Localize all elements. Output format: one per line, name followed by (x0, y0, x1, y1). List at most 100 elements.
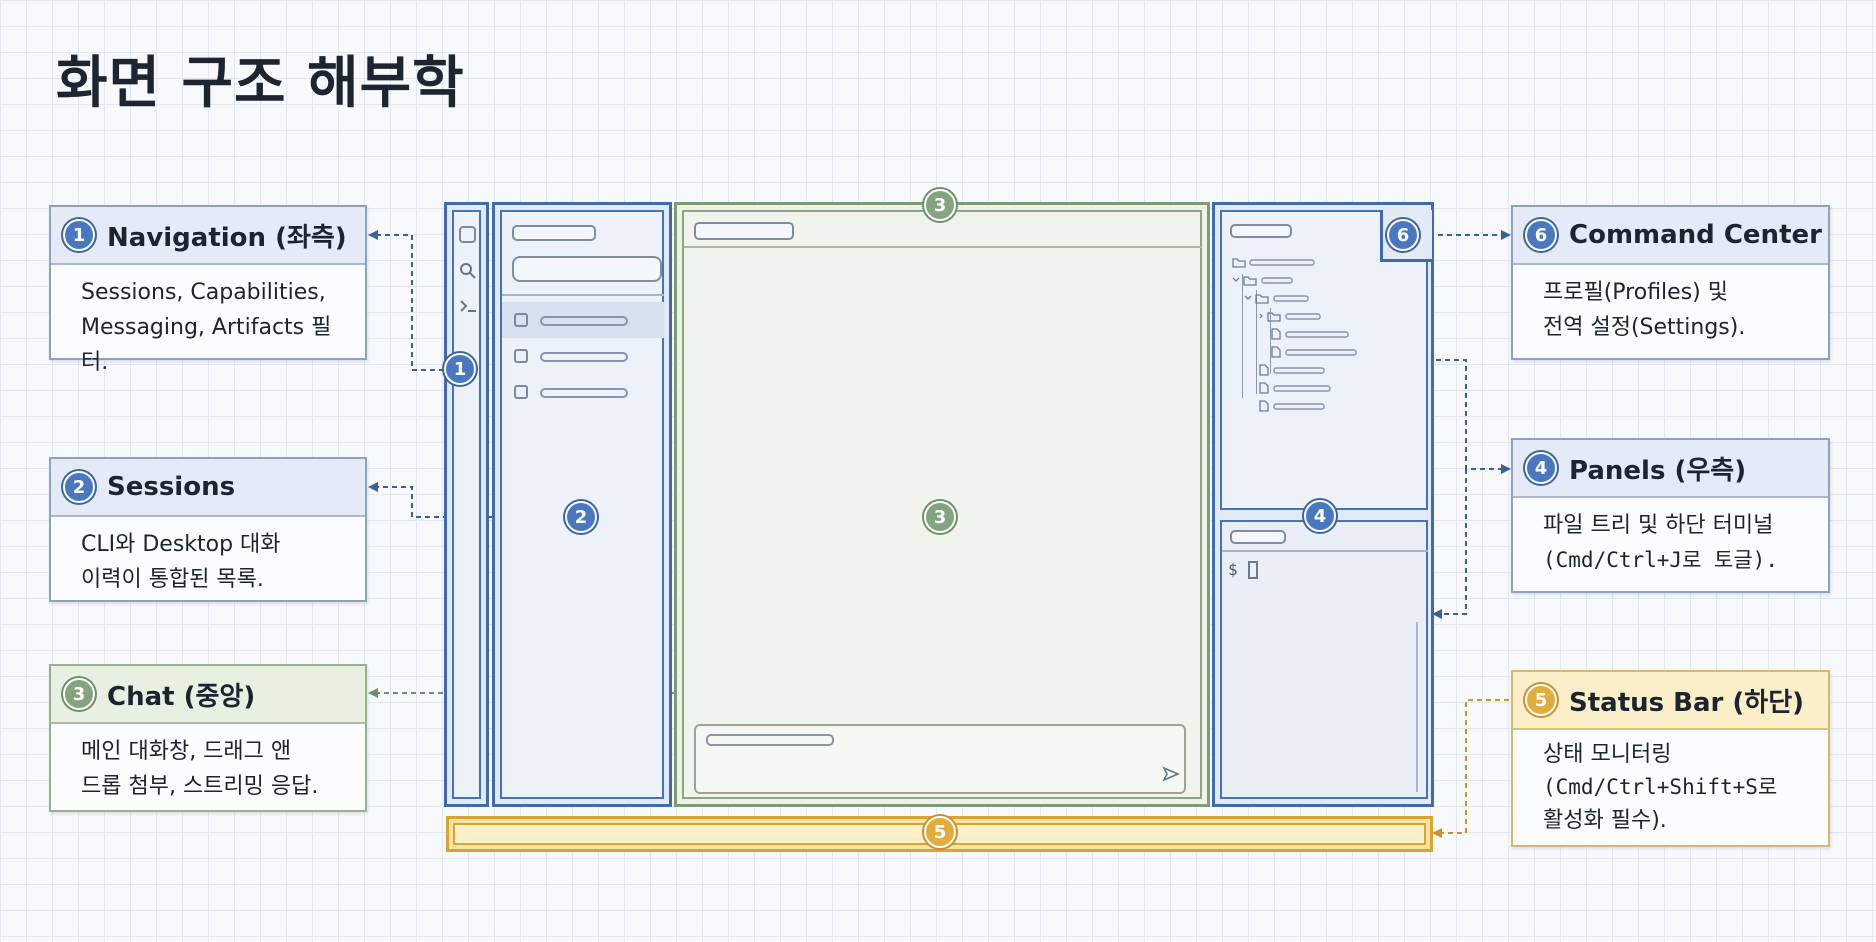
app-mockup: $ 1 2 3 3 6 4 5 (444, 189, 1434, 852)
chat-divider (684, 246, 1202, 248)
callout-line: CLI와 Desktop 대화 (81, 532, 281, 557)
tree-row-folder[interactable] (1232, 274, 1332, 286)
tree-row-file[interactable] (1256, 400, 1356, 412)
badge-6: 6 (1525, 219, 1557, 251)
callout-header: 3 Chat (중앙) (51, 666, 365, 724)
file-icon (1259, 382, 1269, 394)
callout-navigation: 1 Navigation (좌측) Sessions, Capabilities… (49, 205, 367, 375)
callout-header: 1 Navigation (좌측) (51, 207, 365, 265)
callout-line: 전역 설정(Settings). (1543, 315, 1746, 340)
badge-1: 1 (63, 219, 95, 251)
sessions-search-input[interactable] (512, 256, 662, 282)
send-icon[interactable] (1162, 766, 1180, 782)
terminal-icon[interactable] (459, 298, 479, 314)
file-icon (1271, 346, 1281, 358)
folder-icon (1232, 258, 1246, 268)
file-icon (1259, 364, 1269, 376)
callout-header: 2 Sessions (51, 459, 365, 517)
badge-1: 1 (444, 353, 476, 385)
sessions-divider (502, 294, 664, 296)
connector-status-bar (1432, 699, 1509, 838)
chat-input-box[interactable] (694, 724, 1186, 794)
tree-row-file[interactable] (1268, 346, 1368, 358)
navigation-rail (444, 202, 489, 807)
tree-row-folder[interactable] (1258, 310, 1358, 322)
callout-sessions: 2 Sessions CLI와 Desktop 대화 이력이 통합된 목록. (49, 457, 367, 602)
callout-header: 4 Panels (우측) (1513, 440, 1828, 498)
badge-5: 5 (1525, 684, 1557, 716)
badge-3: 3 (63, 678, 95, 710)
tree-row-file[interactable] (1256, 364, 1356, 376)
chevron-down-icon (1232, 277, 1240, 282)
badge-3: 3 (924, 501, 956, 533)
callout-title: Panels (우측) (1569, 455, 1747, 486)
square-icon[interactable] (459, 226, 476, 243)
page-title: 화면 구조 해부학 (56, 51, 465, 116)
chat-input-placeholder-bar (706, 734, 834, 746)
session-checkbox[interactable] (514, 349, 528, 363)
file-icon (1271, 328, 1281, 340)
session-title-bar (540, 352, 628, 362)
badge-2: 2 (63, 471, 95, 503)
session-title-bar (540, 316, 628, 326)
callout-line: 파일 트리 및 하단 터미널 (1543, 513, 1774, 538)
tree-row-folder[interactable] (1244, 292, 1344, 304)
file-tree-header-pill (1230, 224, 1292, 238)
callout-body: 프로필(Profiles) 및 전역 설정(Settings). (1513, 265, 1828, 355)
right-panels: $ (1212, 202, 1434, 807)
connector-navigation (368, 230, 444, 371)
callout-body: 메인 대화창, 드래그 앤 드롭 첨부, 스트리밍 응답. (51, 724, 365, 814)
session-item[interactable] (502, 338, 664, 374)
tree-row-folder[interactable] (1232, 256, 1332, 268)
folder-icon (1267, 312, 1281, 322)
chat-header-pill (694, 222, 794, 240)
callout-header: 6 Command Center (1513, 207, 1828, 265)
callout-line: 메인 대화창, 드래그 앤 (81, 739, 292, 764)
tree-row-file[interactable] (1256, 382, 1356, 394)
terminal-header-pill (1230, 530, 1286, 544)
badge-4: 4 (1304, 500, 1336, 532)
session-checkbox[interactable] (514, 385, 528, 399)
connector-panels (1436, 359, 1511, 474)
badge-2: 2 (565, 501, 597, 533)
callout-title: Status Bar (하단) (1569, 687, 1805, 718)
badge-4: 4 (1525, 452, 1557, 484)
callout-line: (Cmd/Ctrl+Shift+S로 (1543, 775, 1778, 799)
callout-line: Sessions, Capabilities, (81, 280, 326, 305)
callout-line: Messaging, Artifacts 필터. (81, 315, 332, 375)
badge-3: 3 (924, 189, 956, 221)
session-checkbox[interactable] (514, 313, 528, 327)
callout-body: Sessions, Capabilities, Messaging, Artif… (51, 265, 365, 390)
callout-chat: 3 Chat (중앙) 메인 대화창, 드래그 앤 드롭 첨부, 스트리밍 응답… (49, 664, 367, 812)
file-tree-panel (1220, 210, 1432, 510)
callout-panels: 4 Panels (우측) 파일 트리 및 하단 터미널 (Cmd/Ctrl+J… (1511, 438, 1830, 593)
session-title-bar (540, 388, 628, 398)
tree-row-file[interactable] (1268, 328, 1368, 340)
callout-status-bar: 5 Status Bar (하단) 상태 모니터링 (Cmd/Ctrl+Shif… (1511, 670, 1830, 847)
session-item[interactable] (502, 374, 664, 410)
terminal-cursor (1248, 561, 1258, 579)
tree-guide (1270, 308, 1271, 374)
chevron-down-icon (1244, 295, 1252, 300)
tree-guide (1256, 290, 1257, 394)
navigation-rail-inner (452, 210, 481, 799)
callout-body: CLI와 Desktop 대화 이력이 통합된 목록. (51, 517, 365, 607)
callout-line: 이력이 통합된 목록. (81, 567, 264, 592)
session-item-selected[interactable] (502, 302, 664, 338)
callout-body: 파일 트리 및 하단 터미널 (Cmd/Ctrl+J로 토글). (1513, 498, 1828, 588)
file-icon (1259, 400, 1269, 412)
callout-line: 드롭 첨부, 스트리밍 응답. (81, 774, 319, 799)
badge-5: 5 (924, 816, 956, 848)
search-icon[interactable] (459, 262, 477, 280)
terminal-divider (1222, 550, 1428, 552)
folder-icon (1243, 276, 1257, 286)
badge-6: 6 (1387, 219, 1419, 251)
folder-icon (1255, 294, 1269, 304)
tree-guide (1242, 274, 1243, 398)
terminal-scrollbar[interactable] (1416, 622, 1418, 792)
connector-panels-lower (1432, 469, 1467, 619)
callout-title: Navigation (좌측) (107, 222, 347, 253)
callout-title: Command Center (1569, 220, 1822, 250)
terminal-prompt: $ (1228, 560, 1238, 579)
sessions-header-pill (512, 225, 596, 241)
